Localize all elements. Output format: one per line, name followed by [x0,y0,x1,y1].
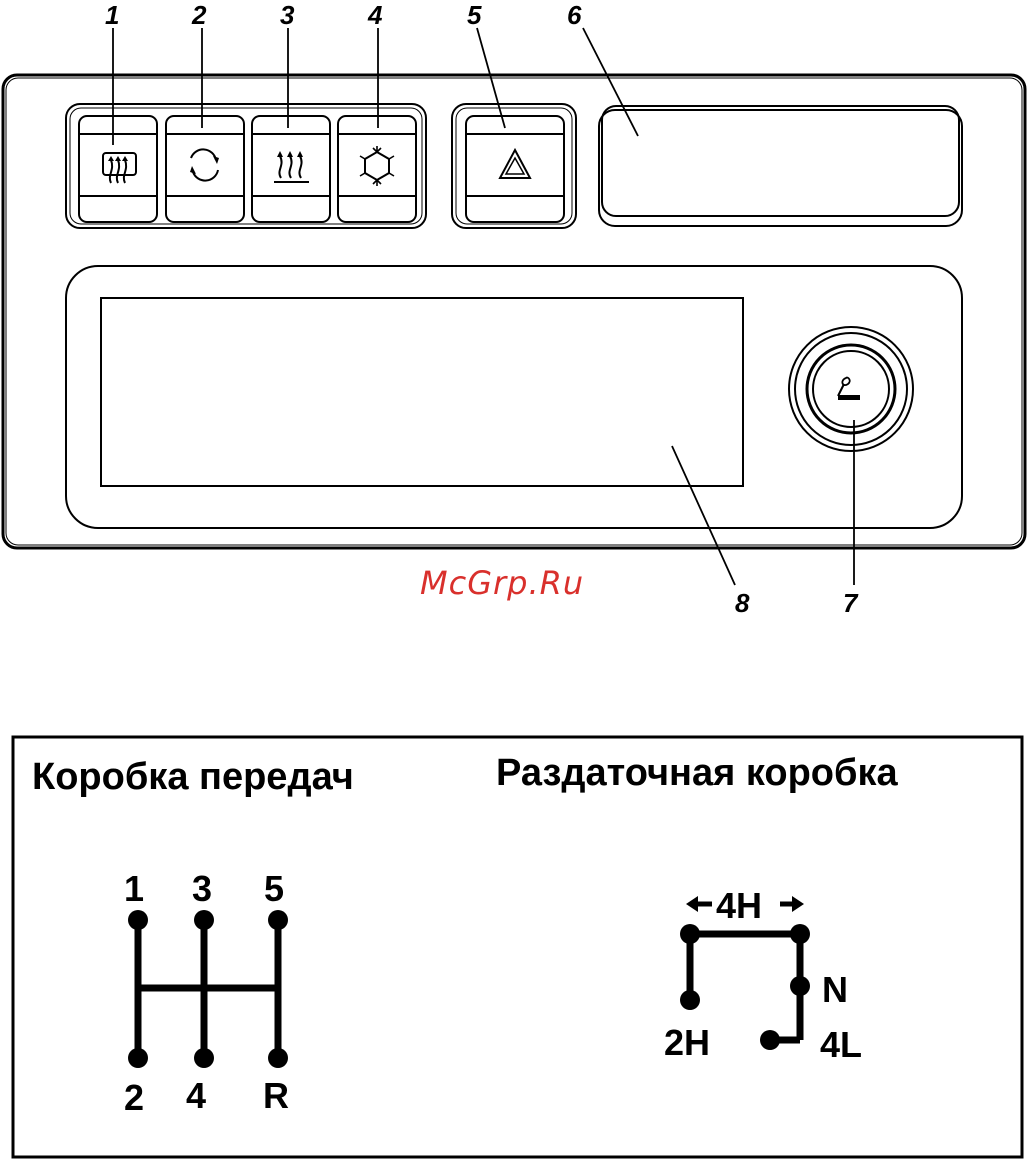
air-conditioning-button[interactable] [338,116,416,222]
transfer-label-4h: 4H [716,885,762,926]
transfer-label-2h: 2H [664,1022,710,1063]
gear-label-2: 2 [124,1077,144,1118]
recirculation-icon [190,149,219,180]
callout-1: 1 [105,0,119,30]
callout-5: 5 [467,0,482,30]
transfer-label-n: N [822,969,848,1010]
rear-defrost-icon [103,153,136,183]
callout-4: 4 [367,0,383,30]
gear-label-5: 5 [264,868,284,909]
transfer-case-title: Раздаточная коробка [496,752,898,794]
windshield-heat-button[interactable] [252,116,330,222]
callout-7: 7 [843,588,859,618]
hazard-warning-button[interactable] [466,116,564,222]
callout-3: 3 [280,0,295,30]
storage-tray [66,266,962,528]
gear-label-3: 3 [192,868,212,909]
cigarette-lighter[interactable] [789,327,913,451]
windshield-heat-icon [274,151,309,182]
callout-2: 2 [191,0,207,30]
rear-defrost-button[interactable] [79,116,157,222]
recirculation-button[interactable] [166,116,244,222]
hazard-block [452,104,576,228]
gearbox-title: Коробка передач [32,756,354,798]
callout-8: 8 [735,588,750,618]
callout-6: 6 [567,0,582,30]
air-conditioning-icon [360,146,394,186]
shift-card-frame [13,737,1022,1157]
watermark: McGrp.Ru [420,564,584,602]
cigarette-lighter-icon [838,378,860,400]
gear-label-1: 1 [124,868,144,909]
gear-label-r: R [263,1075,289,1116]
blank-switch-panel [599,106,962,226]
hazard-warning-icon [500,150,530,178]
gearbox-shift-pattern [128,910,288,1068]
transfer-label-4l: 4L [820,1024,862,1065]
gear-label-4: 4 [186,1075,206,1116]
